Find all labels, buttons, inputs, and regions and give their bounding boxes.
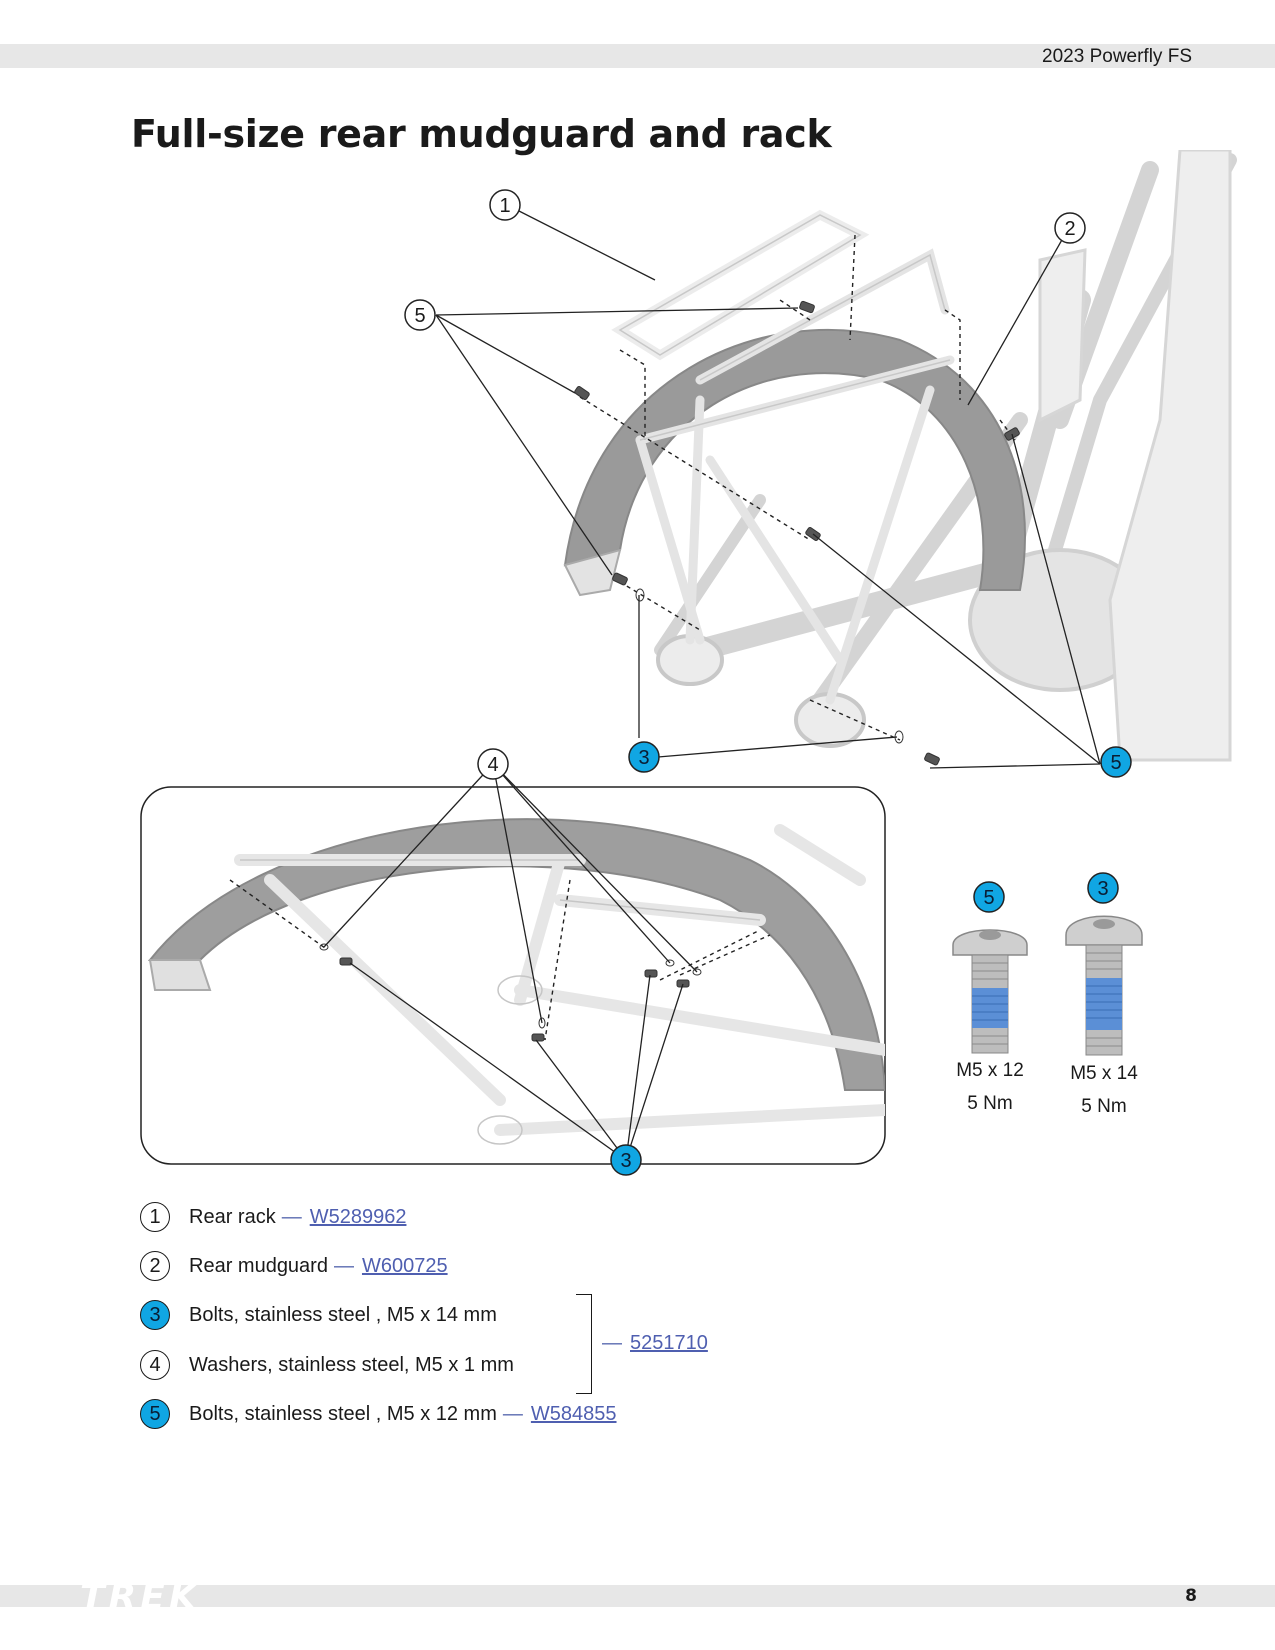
svg-text:3: 3 (620, 1150, 631, 1172)
callout-3-main: 3 (628, 741, 660, 773)
callout-5-main: 5 (1100, 746, 1132, 778)
bolt-m5x12-illustration: 5 (952, 881, 1028, 1054)
callout-3-inset: 3 (610, 1144, 642, 1176)
rack-drawing-outline (618, 214, 951, 441)
legend-dash: — (602, 1331, 622, 1354)
fastener-size: M5 x 12 (956, 1060, 1024, 1081)
part-number-link[interactable]: W584855 (530, 1402, 617, 1425)
svg-text:4: 4 (487, 754, 498, 776)
callout-2: 2 (1054, 212, 1086, 244)
legend-item-rear-rack: 1 Rear rack — W5289962 (140, 1200, 406, 1234)
legend-label: Bolts, stainless steel , M5 x 12 mm (189, 1402, 497, 1425)
inset-hardware-marks (319, 943, 702, 1042)
legend-badge: 5 (140, 1399, 170, 1429)
legend-label: Rear rack (189, 1205, 276, 1228)
frame-panel-right (1038, 150, 1232, 762)
page-title: Full-size rear mudguard and rack (131, 112, 832, 156)
fastener-torque: 5 Nm (1081, 1096, 1127, 1117)
legend-label: Washers, stainless steel, M5 x 1 mm (189, 1353, 514, 1376)
legend-badge: 1 (140, 1202, 170, 1232)
svg-text:5: 5 (983, 887, 994, 909)
legend-badge: 4 (140, 1350, 170, 1380)
legend-item-rear-mudguard: 2 Rear mudguard — W600725 (140, 1249, 448, 1283)
inset-guide-lines (229, 879, 771, 1041)
fastener-torque: 5 Nm (967, 1093, 1013, 1114)
footer-band (0, 1585, 1275, 1607)
inset-drawing (147, 818, 885, 1145)
callout-4-inset: 4 (477, 748, 509, 780)
legend-dash: — (333, 1254, 354, 1277)
assembly-guide-lines (579, 234, 1016, 741)
kit-bracket (576, 1294, 592, 1394)
legend-dash: — (281, 1205, 302, 1228)
mudguard-drawing (563, 328, 1026, 597)
legend-item-washers: 4 Washers, stainless steel, M5 x 1 mm (140, 1348, 514, 1382)
document-model: 2023 Powerfly FS (1042, 46, 1192, 67)
svg-text:3: 3 (1097, 878, 1108, 900)
kit-part-reference: — 5251710 (602, 1326, 708, 1360)
fastener-m5x12-spec: M5 x 12 5 Nm (935, 1054, 1045, 1120)
callout-5-top: 5 (404, 299, 436, 331)
svg-text:2: 2 (1064, 218, 1075, 240)
fastener-m5x14-spec: M5 x 14 5 Nm (1049, 1057, 1159, 1123)
svg-text:1: 1 (499, 195, 510, 217)
page-number: 8 (1185, 1586, 1197, 1606)
legend-label: Rear mudguard (189, 1254, 328, 1277)
svg-text:5: 5 (1110, 752, 1121, 774)
inset-leader-lines (323, 763, 698, 1161)
callout-1: 1 (489, 189, 521, 221)
header-band (0, 44, 1275, 68)
legend-label: Bolts, stainless steel , M5 x 14 mm (189, 1303, 497, 1326)
svg-text:5: 5 (414, 305, 425, 327)
legend-badge: 3 (140, 1300, 170, 1330)
part-number-link[interactable]: W600725 (361, 1254, 448, 1277)
leader-lines (435, 210, 1101, 769)
svg-text:TREK: TREK (80, 1578, 201, 1614)
legend-badge: 2 (140, 1251, 170, 1281)
part-number-link[interactable]: W5289962 (309, 1205, 407, 1228)
exploded-view-illustration: 1 2 5 3 5 4 3 5 (140, 150, 1237, 1176)
trek-logo: TREK (80, 1578, 201, 1614)
part-number-link[interactable]: 5251710 (630, 1331, 708, 1354)
legend-item-bolts-m5x12: 5 Bolts, stainless steel , M5 x 12 mm — … (140, 1397, 617, 1431)
fastener-size: M5 x 14 (1070, 1063, 1138, 1084)
legend-dash: — (502, 1402, 523, 1425)
bolt-m5x14-illustration: 3 (1065, 872, 1143, 1056)
legend-item-bolts-m5x14: 3 Bolts, stainless steel , M5 x 14 mm (140, 1298, 497, 1332)
svg-text:3: 3 (638, 747, 649, 769)
